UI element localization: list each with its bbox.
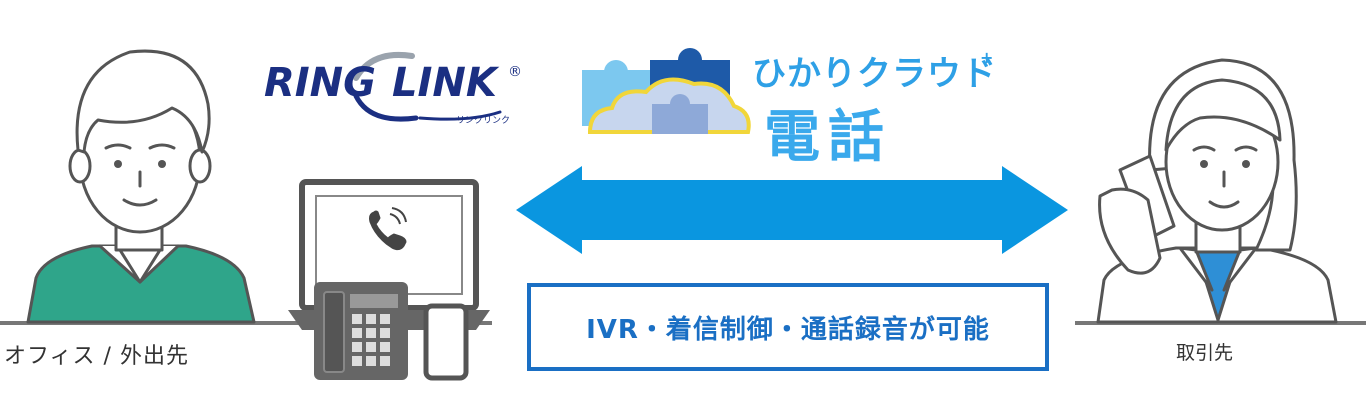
- hikari-cloud-puzzle-logo: [582, 48, 751, 134]
- client-label: 取引先: [1176, 342, 1234, 364]
- smartphone-illustration: [423, 303, 469, 381]
- office-person-illustration: [26, 49, 256, 324]
- phone-keypad: [352, 314, 390, 366]
- ringlink-kana: リンクリンク: [456, 116, 511, 126]
- hikari-logo-main: 電話: [764, 105, 892, 170]
- client-person-illustration: [1096, 58, 1338, 324]
- ringlink-logo-left: RING: [264, 60, 376, 106]
- office-label: オフィス / 外出先: [4, 344, 189, 369]
- phone-call-icon: [369, 207, 407, 251]
- hikari-logo-title: ひかりクラウド: [752, 54, 997, 94]
- bidirectional-arrow: [516, 166, 1068, 254]
- feature-text: IVR・着信制御・通話録音が可能: [586, 314, 990, 345]
- feature-box: IVR・着信制御・通話録音が可能: [527, 283, 1049, 371]
- sparkle-icon: +: [980, 48, 994, 67]
- ringlink-logo-right: LINK: [392, 60, 497, 106]
- ringlink-registered-mark: ®: [508, 64, 522, 80]
- ringlink-logo-swoosh: [353, 52, 502, 122]
